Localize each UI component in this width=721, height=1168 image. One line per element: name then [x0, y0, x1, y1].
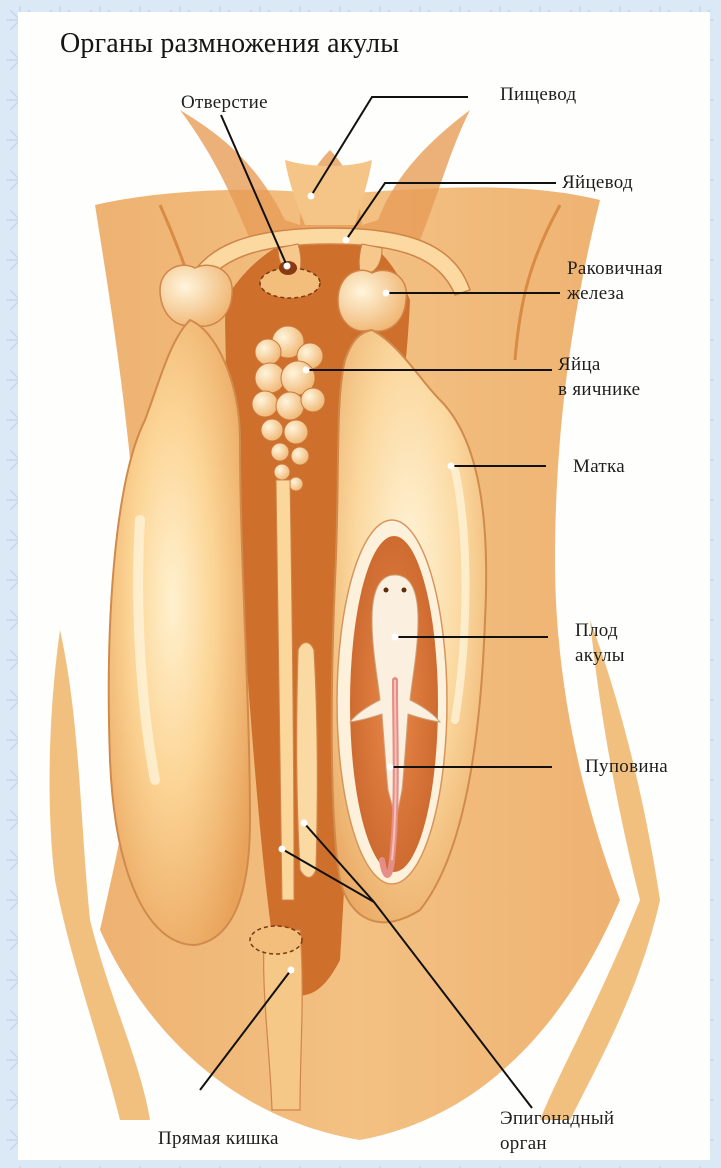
label-yaytsa-line1: Яйца	[558, 354, 601, 376]
label-otverstie: Отверстие	[181, 92, 268, 114]
label-epigonadny-line1: Эпигонадный	[500, 1108, 614, 1130]
label-plod-line1: Плод	[575, 620, 618, 642]
label-yaytsevod: Яйцевод	[562, 172, 633, 194]
label-pupovina: Пуповина	[585, 756, 668, 778]
label-pryamaya-kishka: Прямая кишка	[158, 1128, 279, 1150]
label-yaytsa-line2: в яичнике	[558, 379, 640, 401]
label-rakovichnaya-line2: железа	[567, 283, 624, 305]
label-matka: Матка	[573, 456, 625, 478]
diagram-title: Органы размножения акулы	[60, 28, 399, 60]
embryo-chamber	[337, 520, 447, 884]
label-epigonadny-line2: орган	[500, 1133, 547, 1155]
label-pishchevod: Пищевод	[500, 84, 577, 106]
label-plod-line2: акулы	[575, 645, 625, 667]
label-rakovichnaya-line1: Раковичная	[567, 258, 663, 280]
